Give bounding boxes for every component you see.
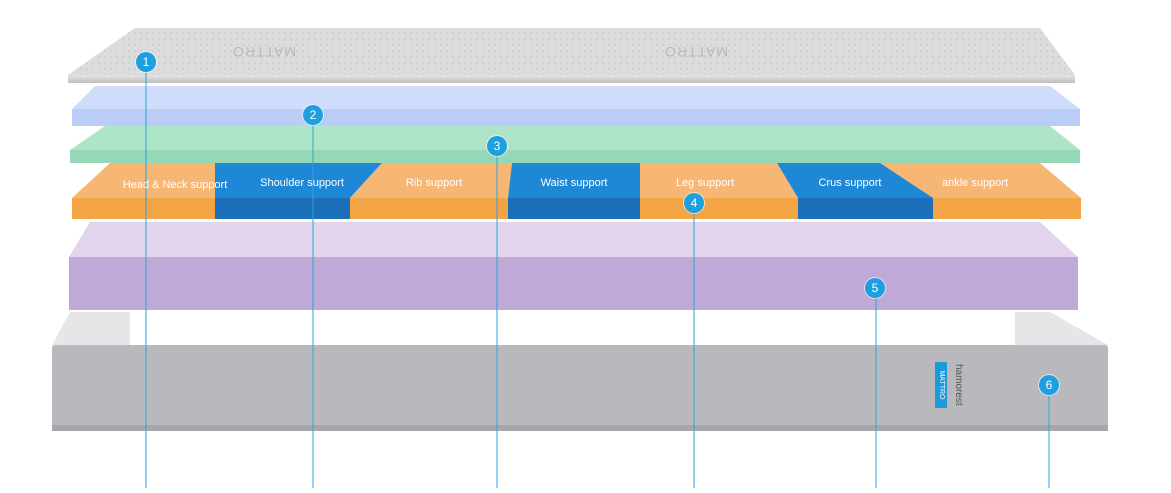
marker-4[interactable]: 4: [684, 193, 704, 213]
cover-watermark-right: MATTRO: [664, 44, 729, 60]
zone-top-1: [72, 163, 215, 198]
zone-front-4: [508, 198, 640, 219]
zone-front-5: [640, 198, 798, 219]
base-layer: [52, 312, 1108, 431]
purple-foam-layer: [69, 222, 1078, 310]
base-opening: [130, 312, 1015, 345]
leader-lines: [145, 62, 1050, 488]
zone-front-1: [72, 198, 215, 219]
zone-top-7: [880, 163, 1081, 198]
marker-6[interactable]: 6: [1039, 375, 1059, 395]
zone-fronts: [72, 198, 1081, 219]
zone-top-2: [215, 163, 382, 198]
base-brand-tag: MATTRO: [935, 362, 947, 408]
zone-front-7: [933, 198, 1081, 219]
zone-front-2: [215, 198, 350, 219]
marker-1[interactable]: 1: [136, 52, 156, 72]
zone-front-6: [798, 198, 933, 219]
base-brand-name: hamorest: [953, 364, 964, 406]
zone-top-3: [350, 163, 512, 198]
base-side: [52, 345, 1108, 430]
zone-top-4: [508, 163, 640, 198]
blue-foam-layer: [72, 86, 1080, 126]
marker-3[interactable]: 3: [487, 136, 507, 156]
marker-2[interactable]: 2: [303, 105, 323, 125]
zone-front-3: [350, 198, 508, 219]
green-foam-layer: [70, 126, 1080, 163]
cover-watermark-left: MATTRO: [232, 44, 297, 60]
marker-5[interactable]: 5: [865, 278, 885, 298]
zone-top-5: [640, 163, 798, 198]
cover-layer: [68, 28, 1075, 83]
zone-tops: [72, 163, 1081, 198]
zoned-support-layer: [72, 163, 1081, 219]
